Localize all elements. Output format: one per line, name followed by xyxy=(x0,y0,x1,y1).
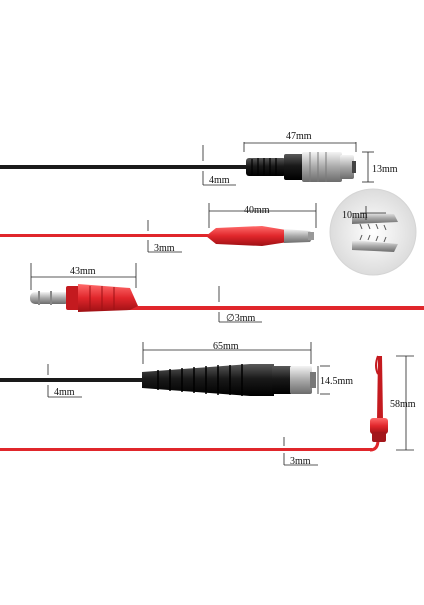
bnc-connector-long-icon xyxy=(142,364,316,396)
banana-cable xyxy=(30,284,424,312)
bnc-connector-icon xyxy=(246,152,356,182)
dim-label-red-cable-bottom: 3mm xyxy=(290,456,311,467)
dim-label-hook-height: 58mm xyxy=(390,399,416,410)
hook-cable xyxy=(0,355,388,452)
dim-lines-row4 xyxy=(47,342,330,398)
dim-label-clip-length: 40mm xyxy=(244,205,270,216)
dim-label-bnc-height: 13mm xyxy=(372,164,398,175)
bnc-cable-top xyxy=(0,152,356,182)
bnc-cable-bottom xyxy=(0,364,316,396)
dim-lines-row2 xyxy=(147,203,317,253)
dim-label-banana-cable: ∅3mm xyxy=(226,313,256,324)
dim-label-black-cable-bottom: 4mm xyxy=(54,387,75,398)
dim-lines-row1 xyxy=(202,142,374,186)
banana-plug-icon xyxy=(30,284,138,312)
dim-label-bnc2-height: 14.5mm xyxy=(320,376,354,387)
dim-label-red-cable-top: 3mm xyxy=(154,243,175,254)
alligator-cable xyxy=(0,226,314,246)
dim-lines-row5 xyxy=(283,355,414,466)
hook-clip-icon xyxy=(370,355,388,442)
dim-label-bnc2-length: 65mm xyxy=(213,341,239,352)
dim-label-black-cable-top: 4mm xyxy=(209,175,230,186)
dim-label-banana-length: 43mm xyxy=(70,266,96,277)
dim-lines-row3 xyxy=(30,263,262,323)
clip-zoom-circle xyxy=(329,188,417,276)
dim-label-bnc-length: 47mm xyxy=(286,131,312,142)
alligator-clip-icon xyxy=(206,226,314,246)
dim-label-clip-jaw: 10mm xyxy=(342,210,368,221)
